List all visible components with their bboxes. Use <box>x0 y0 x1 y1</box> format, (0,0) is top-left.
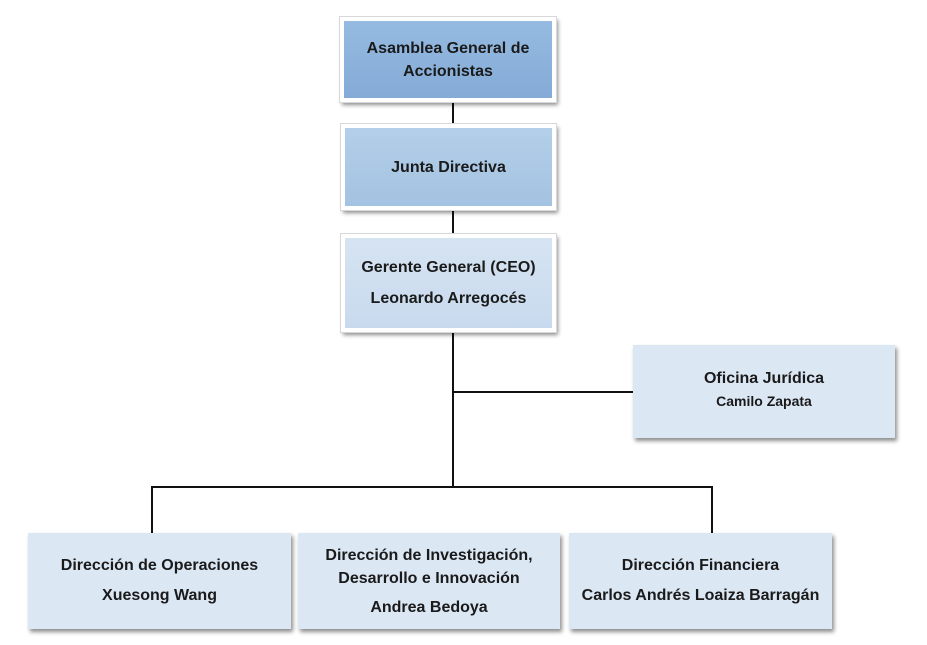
connector <box>452 208 454 236</box>
connector <box>452 391 634 393</box>
node-junta: Junta Directiva <box>340 123 557 211</box>
node-operaciones: Dirección de Operaciones Xuesong Wang <box>28 533 291 629</box>
node-financiera: Dirección Financiera Carlos Andrés Loaiz… <box>569 533 832 629</box>
node-title: Dirección Financiera <box>621 557 780 574</box>
node-title: Asamblea General de Accionistas <box>366 39 530 80</box>
node-person: Carlos Andrés Loaiza Barragán <box>581 587 820 604</box>
node-person: Camilo Zapata <box>716 393 812 409</box>
node-person: Leonardo Arregocés <box>370 290 527 307</box>
node-person: Andrea Bedoya <box>370 598 488 616</box>
connector <box>711 486 713 534</box>
connector <box>151 486 713 488</box>
node-idi: Dirección de Investigación, Desarrollo e… <box>298 533 560 629</box>
connector <box>452 330 454 488</box>
node-title: Junta Directiva <box>391 158 506 176</box>
connector <box>452 100 454 126</box>
node-title: Oficina Jurídica <box>703 370 825 387</box>
node-title: Gerente General (CEO) <box>361 259 536 276</box>
node-asamblea: Asamblea General de Accionistas <box>339 16 557 103</box>
connector <box>151 486 153 534</box>
node-juridica: Oficina Jurídica Camilo Zapata <box>633 345 895 438</box>
node-title: Dirección de Investigación, Desarrollo e… <box>325 546 533 587</box>
node-gerente: Gerente General (CEO) Leonardo Arregocés <box>340 233 557 333</box>
node-person: Xuesong Wang <box>102 587 217 604</box>
node-title: Dirección de Operaciones <box>60 557 259 574</box>
